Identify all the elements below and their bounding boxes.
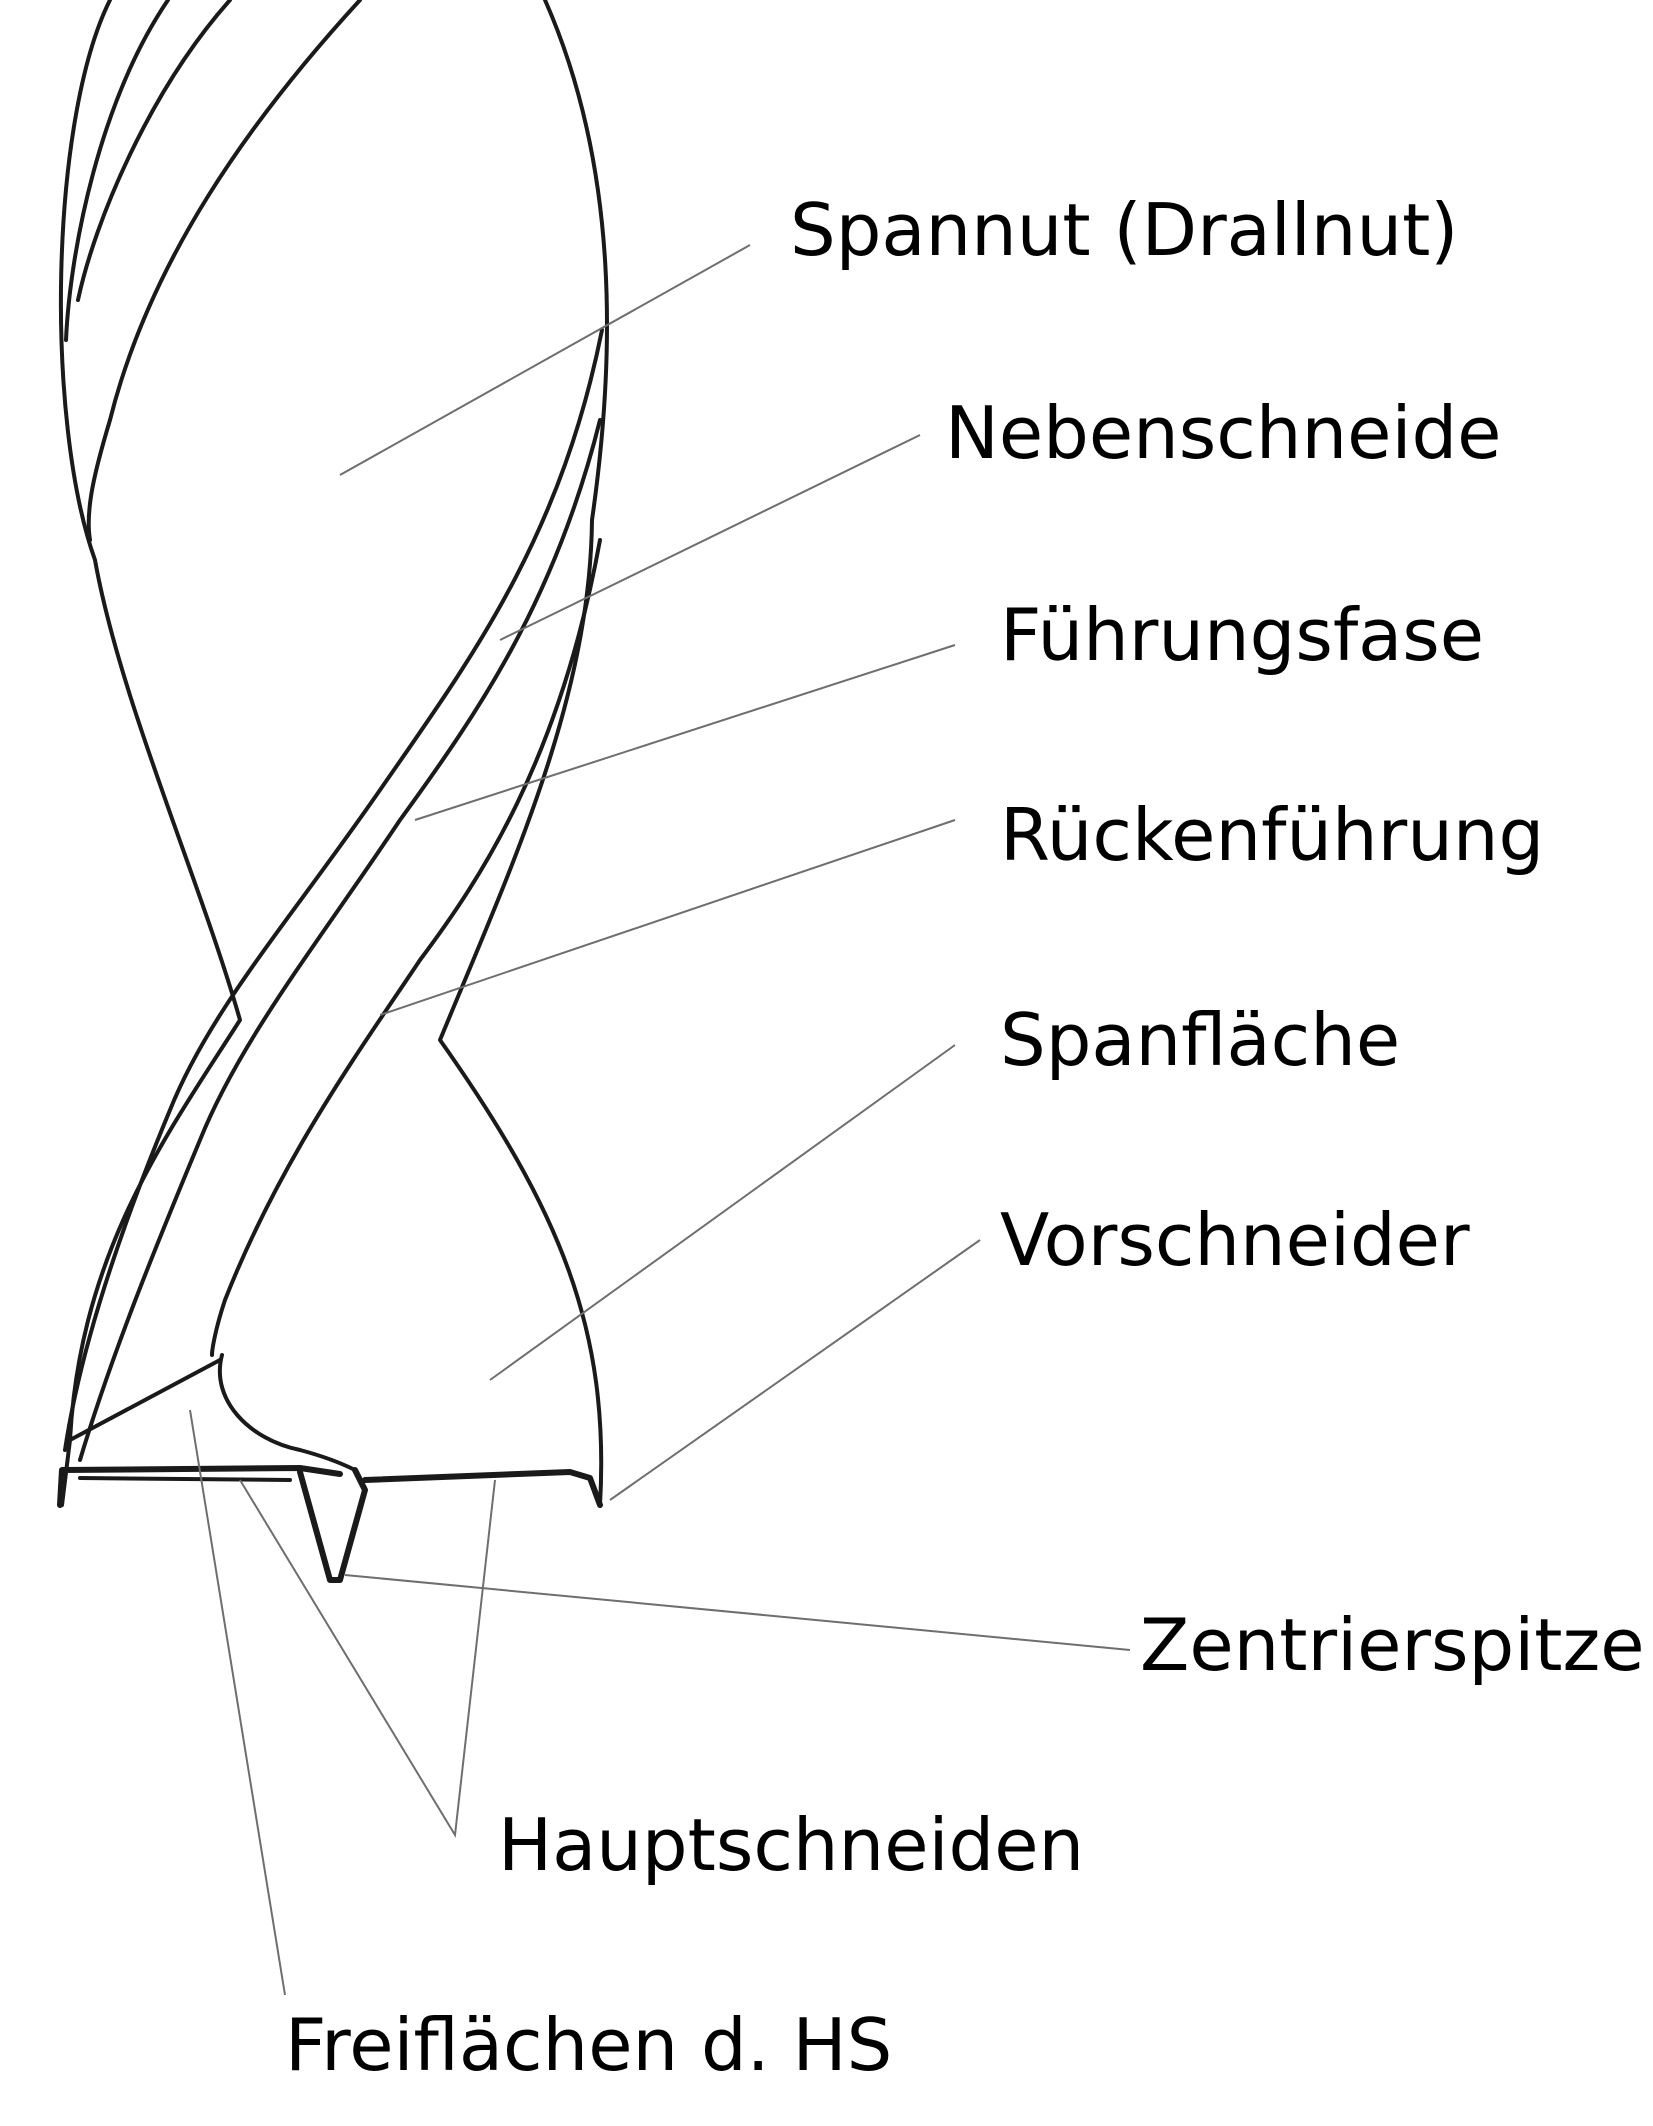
main-cutting-edge-bottom-2	[78, 1476, 292, 1482]
land-edge-1	[64, 0, 170, 342]
centering-point	[297, 1467, 368, 1583]
leader-freiflaechen	[189, 1409, 286, 1996]
leader-hauptschneiden	[239, 1479, 496, 1839]
right-cutting-edge	[362, 1469, 603, 1508]
label-fuehrungsfase: Führungsfase	[1000, 593, 1484, 677]
label-hauptschneiden: Hauptschneiden	[498, 1803, 1084, 1887]
label-rueckenfuehrung: Rückenführung	[1000, 793, 1544, 877]
helix-edge-middle	[78, 418, 602, 1462]
land-edge-3	[86, 0, 362, 542]
leader-fuehrungsfase	[414, 644, 956, 821]
drill-body	[57, 0, 610, 1583]
lip-edge	[68, 1358, 222, 1442]
label-nebenschneide: Nebenschneide	[945, 391, 1501, 475]
helix-edge-upper	[63, 328, 604, 1452]
labels: Spannut (Drallnut) Nebenschneide Führung…	[285, 188, 1645, 2087]
land-edge-2	[76, 0, 232, 302]
leader-spanflaeche	[489, 1044, 956, 1381]
label-freiflaechen: Freiflächen d. HS	[285, 2003, 892, 2087]
label-spanflaeche: Spanfläche	[1000, 998, 1400, 1082]
leader-spannut	[339, 244, 751, 476]
leader-lines	[189, 244, 1131, 1996]
label-vorschneider: Vorschneider	[1000, 1198, 1470, 1282]
main-cutting-edge-bottom	[57, 1465, 343, 1508]
helix-edge-lower	[210, 538, 602, 1357]
flute-face-curve	[218, 1353, 357, 1472]
leader-nebenschneide	[499, 434, 921, 641]
label-zentrierspitze: Zentrierspitze	[1140, 1603, 1645, 1687]
leader-vorschneider	[609, 1239, 981, 1501]
leader-rueckenfuehrung	[379, 819, 956, 1016]
label-spannut: Spannut (Drallnut)	[790, 188, 1458, 272]
drill-left-contour	[58, 0, 242, 1507]
drill-right-contour	[438, 0, 610, 1507]
leader-zentrierspitze	[344, 1574, 1131, 1651]
